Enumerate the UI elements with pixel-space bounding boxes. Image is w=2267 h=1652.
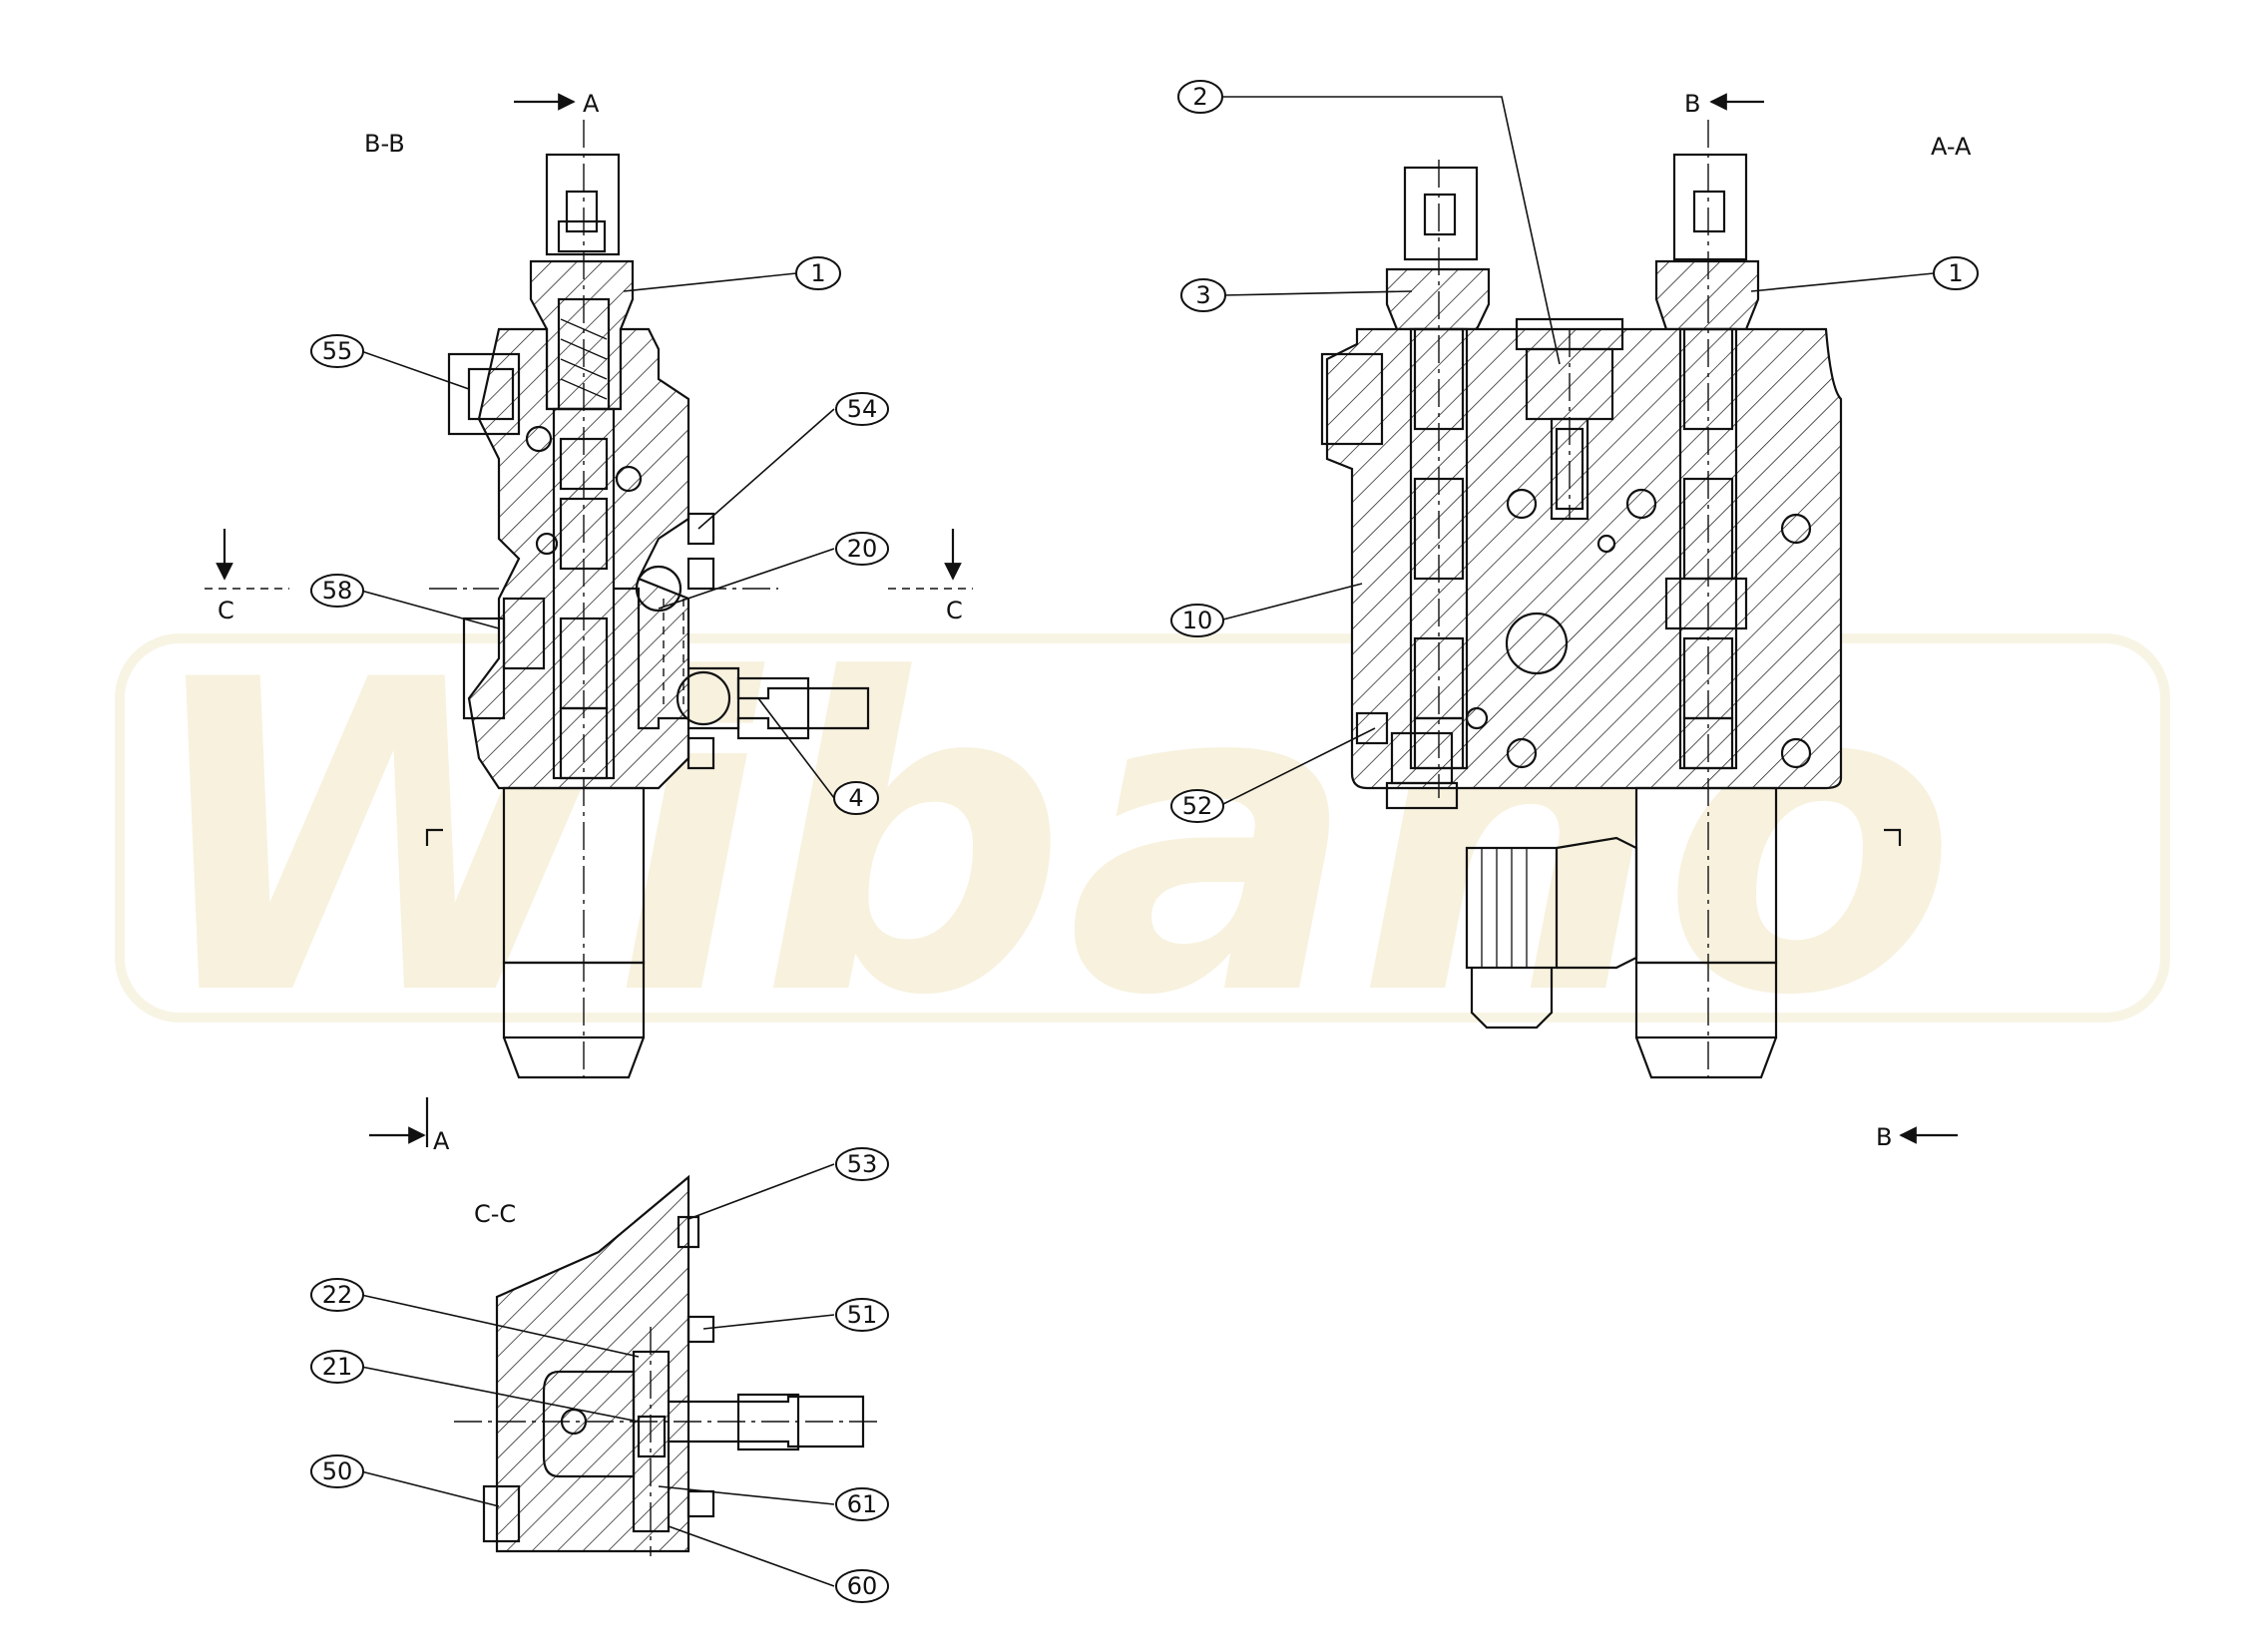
callout-3: 3 <box>1180 278 1226 312</box>
section-mark-c-right: C <box>946 597 963 624</box>
section-mark-a-bottom: A <box>433 1127 450 1155</box>
section-mark-b-top: B <box>1684 90 1700 118</box>
view-cc <box>454 1174 878 1556</box>
callout-55: 55 <box>310 334 364 368</box>
section-mark-c-left: C <box>218 597 234 624</box>
view-title-cc: C-C <box>474 1200 516 1228</box>
callout-54: 54 <box>835 392 889 426</box>
section-marks: A A B B C C <box>205 90 1958 1155</box>
watermark-frame <box>115 633 2170 1023</box>
callout-50-label: 50 <box>322 1457 353 1485</box>
callout-58: 58 <box>310 574 364 608</box>
callout-1-right-label: 1 <box>1948 259 1963 287</box>
callout-55-label: 55 <box>322 337 353 365</box>
callout-20-label: 20 <box>847 535 878 563</box>
callout-22: 22 <box>310 1278 364 1312</box>
leader-lines <box>360 96 1935 1587</box>
callout-1-left-label: 1 <box>810 259 825 287</box>
view-title-bb: B-B <box>364 130 405 158</box>
section-mark-a-top: A <box>583 90 600 118</box>
callout-4: 4 <box>833 781 879 815</box>
callout-21: 21 <box>310 1350 364 1384</box>
callout-61: 61 <box>835 1487 889 1521</box>
callout-2: 2 <box>1177 80 1223 114</box>
callout-58-label: 58 <box>322 577 353 605</box>
callout-50: 50 <box>310 1454 364 1488</box>
callout-53: 53 <box>835 1147 889 1181</box>
callout-1-left: 1 <box>795 256 841 290</box>
callout-21-label: 21 <box>322 1353 353 1381</box>
callout-60-label: 60 <box>847 1572 878 1600</box>
callout-1-right: 1 <box>1933 256 1979 290</box>
callout-54-label: 54 <box>847 395 878 423</box>
callout-53-label: 53 <box>847 1150 878 1178</box>
view-aa <box>1320 120 1843 1079</box>
callout-10-label: 10 <box>1182 607 1213 634</box>
callout-51-label: 51 <box>847 1301 878 1329</box>
view-bb <box>429 120 870 1079</box>
callout-2-label: 2 <box>1192 83 1207 111</box>
callout-22-label: 22 <box>322 1281 353 1309</box>
callout-61-label: 61 <box>847 1490 878 1518</box>
section-mark-b-bottom: B <box>1876 1123 1892 1151</box>
callout-4-label: 4 <box>848 784 863 812</box>
callout-52-label: 52 <box>1182 792 1213 820</box>
callout-20: 20 <box>835 532 889 566</box>
callout-60: 60 <box>835 1569 889 1603</box>
callout-51: 51 <box>835 1298 889 1332</box>
callout-52: 52 <box>1170 789 1224 823</box>
view-title-aa: A-A <box>1931 133 1972 161</box>
callout-10: 10 <box>1170 604 1224 637</box>
callout-3-label: 3 <box>1195 281 1210 309</box>
